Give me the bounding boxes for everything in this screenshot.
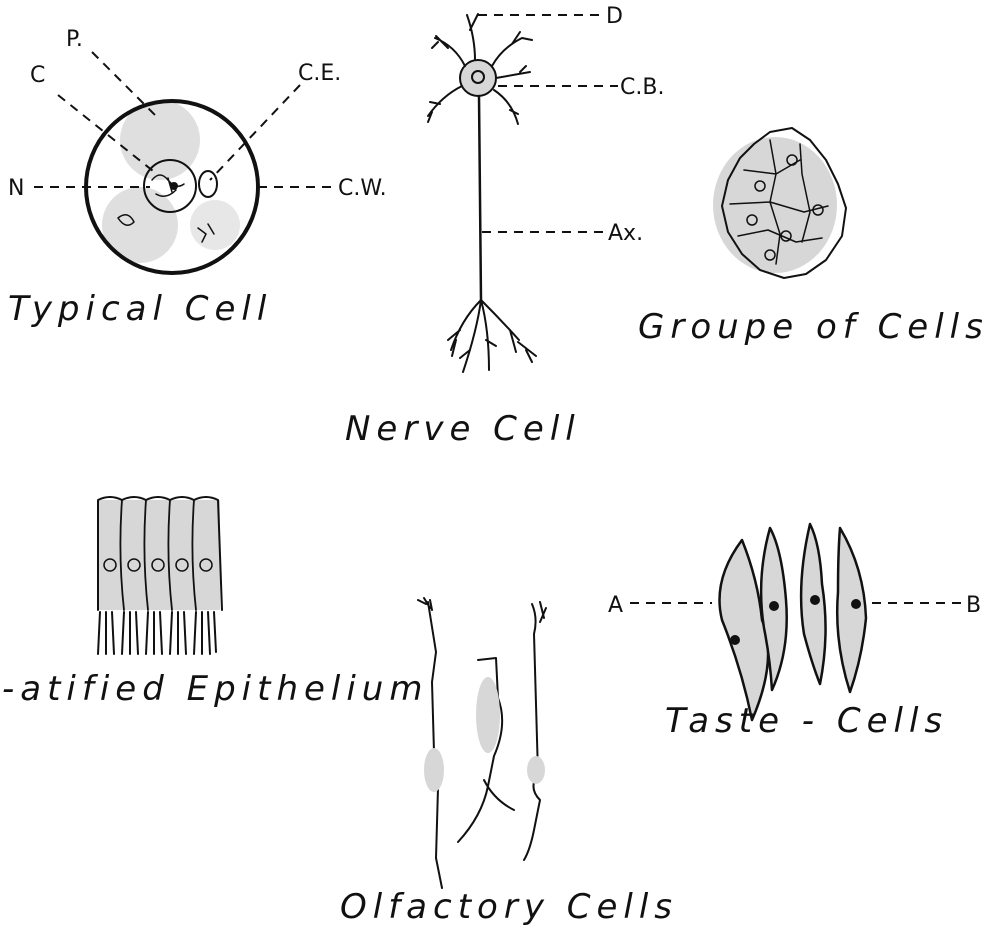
stratified-epithelium-caption: -atified Epithelium xyxy=(2,669,428,709)
nerve-cell-label-ax: Ax. xyxy=(608,221,643,246)
typical-cell-caption: Typical Cell xyxy=(8,289,272,329)
olfactory-cell-right-body xyxy=(527,756,545,784)
typical-cell-label-p: P. xyxy=(66,27,83,52)
taste-cells-label-a: A xyxy=(608,593,623,618)
olfactory-cells-caption: Olfactory Cells xyxy=(340,887,678,927)
typical-cell-centrosome xyxy=(199,171,217,197)
olfactory-cell-left xyxy=(418,598,442,888)
typical-cell-label-ce: C.E. xyxy=(298,61,341,86)
epithelium-cilia xyxy=(98,612,216,654)
typical-cell-label-cw: C.W. xyxy=(338,176,387,201)
typical-cell-figure xyxy=(86,100,258,273)
typical-cell-stipple-right xyxy=(190,200,240,250)
taste-cells-figure xyxy=(720,524,867,720)
nerve-cell-label-cb: C.B. xyxy=(620,75,664,100)
taste-cells-caption: Taste - Cells xyxy=(665,701,948,741)
olfactory-cell-left-body xyxy=(424,748,444,792)
typical-cell-nucleolus xyxy=(170,182,178,190)
taste-cells-label-b: B xyxy=(966,593,981,618)
typical-cell-label-c: C xyxy=(30,63,45,88)
taste-cell-nucleus-3 xyxy=(810,595,820,605)
taste-cell-nucleus-1 xyxy=(730,635,740,645)
stratified-epithelium-figure xyxy=(98,497,222,654)
taste-cell-nucleus-2 xyxy=(769,601,779,611)
group-of-cells-caption: Groupe of Cells xyxy=(638,307,989,347)
typical-cell-label-n: N xyxy=(8,176,24,201)
group-of-cells-figure xyxy=(713,128,846,278)
nerve-cell-label-d: D xyxy=(606,4,623,29)
olfactory-cells-figure xyxy=(418,598,546,888)
olfactory-cell-middle-body xyxy=(476,677,500,753)
taste-cell-nucleus-4 xyxy=(851,599,861,609)
nerve-cell-terminal-branches xyxy=(448,300,536,372)
nerve-cell-figure xyxy=(428,14,536,372)
olfactory-cell-right xyxy=(524,602,546,860)
nerve-cell-caption: Nerve Cell xyxy=(345,409,581,449)
epithelium-body xyxy=(98,500,220,610)
nerve-cell-axon xyxy=(479,96,481,300)
